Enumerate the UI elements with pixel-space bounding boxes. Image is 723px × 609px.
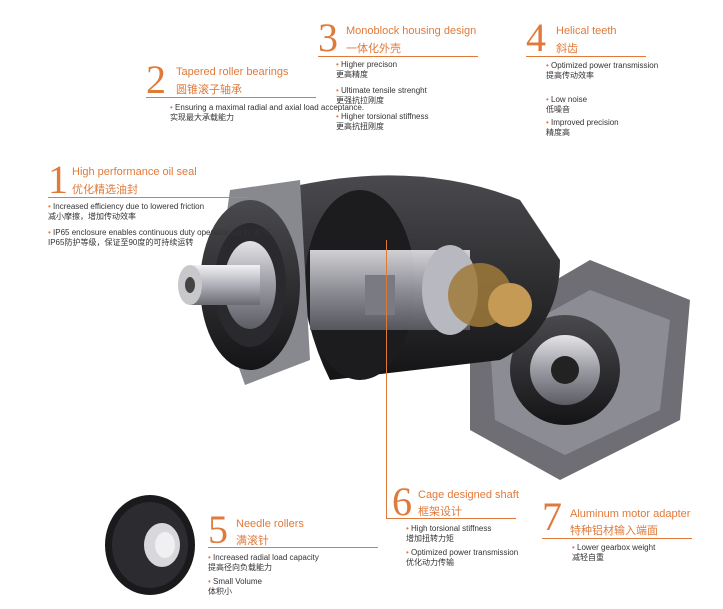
callout-title-zh: 特种铝材输入端面	[570, 525, 658, 537]
callout-point: • IP65 enclosure enables continuous duty…	[48, 228, 271, 247]
callout-number: 6	[392, 479, 412, 524]
callout-point: • Higher precison 更高精度	[336, 60, 398, 79]
internal-gears	[310, 245, 532, 335]
callout-title: Cage designed shaft	[418, 489, 519, 501]
needle-roller-part	[105, 495, 195, 595]
callout-rule	[318, 56, 478, 57]
callout-point: • Improved precision 精度高	[546, 118, 619, 137]
callout-title: Aluminum motor adapter	[570, 508, 691, 520]
callout-title-zh: 圆锥滚子轴承	[176, 84, 242, 96]
callout-title-zh: 框架设计	[418, 506, 462, 518]
callout-title-zh: 满滚针	[236, 535, 269, 547]
callout-number: 1	[48, 157, 68, 202]
callout-point: • Ensuring a maximal radial and axial lo…	[170, 103, 365, 122]
callout-point: • Lower gearbox weight 减轻自重	[572, 543, 656, 562]
callout-number: 2	[146, 57, 166, 102]
callout-number: 7	[542, 494, 562, 539]
callout-title: High performance oil seal	[72, 166, 197, 178]
callout-rule	[208, 547, 378, 548]
callout-point: • Optimized power transmission 提高传动效率	[546, 61, 659, 80]
output-shaft	[178, 265, 260, 305]
callout-rule	[386, 518, 516, 519]
callout-title: Helical teeth	[556, 25, 617, 37]
callout-title-zh: 一体化外壳	[346, 43, 401, 55]
callout-point: • Small Volume 体积小	[208, 577, 262, 596]
callout-title: Monoblock housing design	[346, 25, 477, 37]
callout-point: • Low noise 低噪音	[546, 95, 588, 114]
callout-rule	[526, 56, 646, 57]
callout-point: • Higher torsional stiffness 更高抗扭刚度	[336, 112, 429, 131]
callout-title: Needle rollers	[236, 518, 304, 530]
callout-rule	[48, 197, 248, 198]
callout-title-zh: 优化精选油封	[72, 184, 138, 196]
callout-point: • Optimized power transmission 优化动力传输	[406, 548, 519, 567]
callout-point: • Increased efficiency due to lowered fr…	[48, 202, 205, 221]
leader-line	[386, 240, 387, 518]
callout-number: 3	[318, 15, 338, 60]
callout-point: • Ultimate tensile strenght 更强抗拉刚度	[336, 86, 427, 105]
callout-point: • High torsional stiffness 增加扭转力矩	[406, 524, 492, 543]
callout-number: 4	[526, 15, 546, 60]
callout-rule	[146, 97, 316, 98]
callout-rule	[542, 538, 692, 539]
callout-number: 5	[208, 507, 228, 552]
callout-point: • Increased radial load capacity 提高径向负载能…	[208, 553, 319, 572]
callout-title: Tapered roller bearings	[176, 66, 289, 78]
callout-title-zh: 斜齿	[556, 43, 578, 55]
